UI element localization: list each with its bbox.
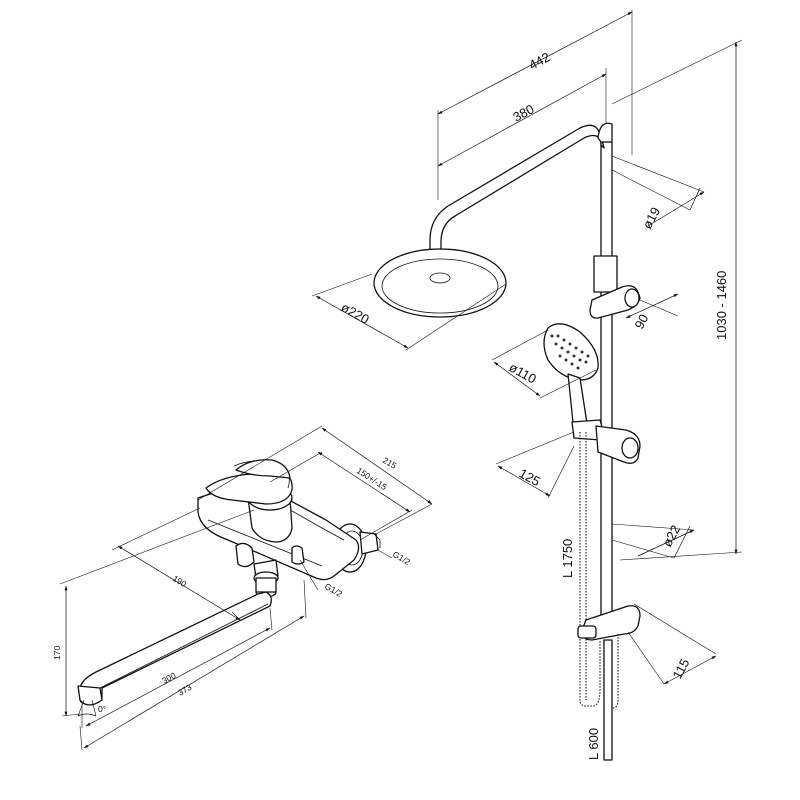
- upper-bar-holder: [593, 255, 618, 293]
- dim-centers: 150+/-15: [355, 465, 389, 492]
- dim-overall-width: 442: [526, 49, 552, 72]
- dim-arm-length: 380: [510, 101, 536, 124]
- shower-system: [373, 122, 641, 761]
- shower-dimensions: 442 380 ø220 ø19 1030 - 1460 90 ø110: [311, 10, 743, 760]
- dim-pipe-diameter: ø19: [639, 205, 663, 232]
- lever-handle: [205, 471, 293, 505]
- dim-lower-length: L 600: [586, 728, 601, 760]
- bath-mixer: [77, 459, 381, 706]
- shower-arm: [429, 124, 605, 259]
- dim-height: 170: [52, 646, 62, 660]
- dim-angle: 0°: [98, 704, 106, 714]
- dim-hand-diameter: ø110: [507, 360, 539, 387]
- dim-bottom-offset: 115: [669, 656, 692, 681]
- riser-top-cap: [597, 122, 613, 143]
- thread-left: G1/2: [323, 581, 344, 599]
- dim-holder-offset: 90: [631, 312, 651, 332]
- dim-spout-300: 300: [160, 670, 177, 686]
- bath-spout: [79, 591, 272, 705]
- dim-mixer-depth: 215: [381, 455, 399, 471]
- dim-spout-reach: 190: [171, 573, 189, 589]
- hand-shower: [543, 323, 599, 433]
- shower-hose: [579, 432, 601, 707]
- dim-bar-diameter: ø22: [659, 523, 683, 550]
- dim-height-range: 1030 - 1460: [714, 271, 729, 340]
- dim-hand-offset: 125: [517, 466, 543, 490]
- riser-bar: [600, 141, 613, 621]
- dim-hose-length: L 1750: [560, 539, 575, 578]
- thread-right: G1/2: [391, 549, 412, 567]
- dim-head-diameter: ø220: [339, 300, 372, 327]
- lower-pipe: [603, 639, 613, 761]
